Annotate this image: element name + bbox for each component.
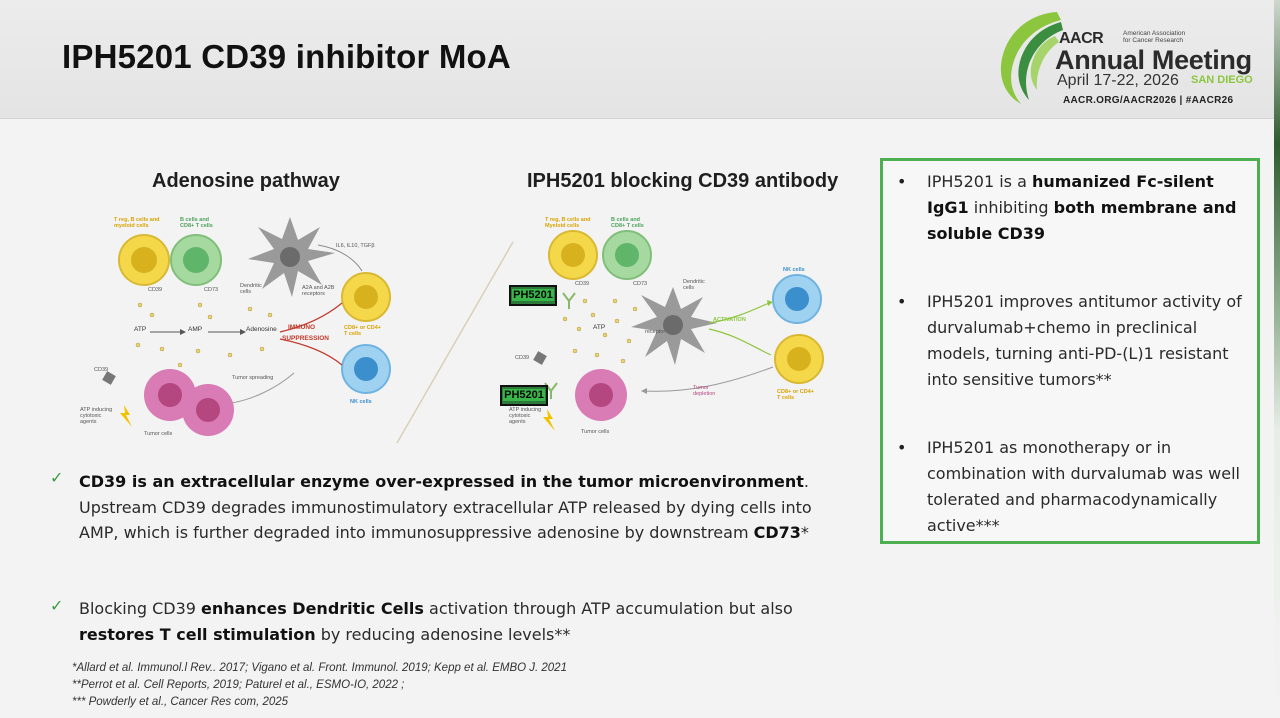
checklist: ✓ CD39 is an extracellular enzyme over-e… xyxy=(50,468,850,650)
check-icon: ✓ xyxy=(50,468,64,487)
label-receptors: A2A and A2B receptors xyxy=(302,285,335,297)
label-r-receptor: receptor xyxy=(645,329,666,335)
adenosine-pathway-graphic xyxy=(102,217,391,436)
slide-header: IPH5201 CD39 inhibitor MoA AACR American… xyxy=(0,0,1280,119)
label-atp: ATP xyxy=(134,326,147,333)
checklist-item-text: CD39 is an extracellular enzyme over-exp… xyxy=(79,472,812,542)
label-r-cd8: CD8+ or CD4+ T cells xyxy=(777,389,814,401)
checklist-item-text: Blocking CD39 enhances Dendritic Cells a… xyxy=(79,599,793,644)
event-name: Annual Meeting xyxy=(1055,45,1252,75)
label-cytokines: IL6, IL10, TGFβ xyxy=(336,243,375,249)
label-r-cd73: CD73 xyxy=(633,281,648,287)
label-r-atp-inducing: ATP inducing cytotoxic agents xyxy=(509,407,542,425)
label-immuno: IMMUNO xyxy=(288,324,316,331)
label-treg: T reg, B cells and myeloid cells xyxy=(114,217,160,229)
right-figure-title: IPH5201 blocking CD39 antibody xyxy=(527,170,839,192)
reference-line: **Perrot et al. Cell Reports, 2019; Patu… xyxy=(72,679,405,691)
reference-line: *Allard et al. Immunol.l Rev.. 2017; Vig… xyxy=(72,662,567,674)
bullet-icon: • xyxy=(897,172,907,191)
label-cd39-b: CD39 xyxy=(94,367,109,373)
label-bcells: B cells and CD8+ T cells xyxy=(180,217,213,229)
event-url: AACR.ORG/AACR2026 | #AACR26 xyxy=(1063,95,1234,106)
label-r-tumor-depletion: Tumor depletion xyxy=(693,385,716,397)
check-icon: ✓ xyxy=(50,596,64,615)
event-dates: April 17-22, 2026 xyxy=(1057,72,1179,89)
aacr-wordmark: AACR xyxy=(1059,30,1104,47)
label-adenosine: Adenosine xyxy=(246,326,277,333)
label-r-tumor-cells: Tumor cells xyxy=(581,429,610,435)
iph5201-badge-upper: PH5201 xyxy=(509,285,557,306)
summary-item-text: IPH5201 improves antitumor activity of d… xyxy=(927,292,1242,389)
label-r-dendritic: Dendritic cells xyxy=(683,279,705,291)
label-suppression: SUPPRESSION xyxy=(282,335,329,342)
label-nk: NK cells xyxy=(350,399,372,405)
label-amp: AMP xyxy=(188,326,203,333)
bullet-icon: • xyxy=(897,438,907,457)
aacr-logo: AACR American Association for Cancer Res… xyxy=(995,8,1260,112)
figure-divider xyxy=(396,241,514,444)
iph5201-blocking-diagram: PH5201 PH5201 T reg, B cells and Myeloid… xyxy=(500,205,835,445)
adenosine-pathway-diagram: T reg, B cells and myeloid cells B cells… xyxy=(80,205,400,450)
bullet-icon: • xyxy=(897,292,907,311)
event-city: SAN DIEGO xyxy=(1191,74,1253,86)
label-r-bcells: B cells and CD8+ T cells xyxy=(611,217,644,229)
label-r-treg: T reg, B cells and Myeloid cells xyxy=(545,217,591,229)
iph5201-badge-lower: PH5201 xyxy=(500,385,548,406)
label-tumor-spreading: Tumor spreading xyxy=(232,375,274,381)
label-dendritic: Dendritic cells xyxy=(240,283,262,295)
label-r-cd39: CD39 xyxy=(575,281,590,287)
label-r-activation: ACTIVATION xyxy=(713,317,746,323)
reference-line: *** Powderly et al., Cancer Res com, 202… xyxy=(72,696,289,708)
label-r-cd39-b: CD39 xyxy=(515,355,530,361)
summary-item-text: IPH5201 is a humanized Fc-silent IgG1 in… xyxy=(927,172,1237,243)
label-tumor-cells: Tumor cells xyxy=(144,431,173,437)
label-r-atp: ATP xyxy=(593,324,606,331)
references: *Allard et al. Immunol.l Rev.. 2017; Vig… xyxy=(72,660,567,711)
label-cd39-a: CD39 xyxy=(148,287,163,293)
aacr-fullname: American Association for Cancer Research xyxy=(1123,30,1186,44)
summary-box: • IPH5201 is a humanized Fc-silent IgG1 … xyxy=(880,158,1260,544)
iph5201-blocking-graphic xyxy=(533,230,824,431)
edge-strip-decoration xyxy=(1274,0,1280,718)
aacr-swoosh-graphic xyxy=(1000,12,1063,104)
label-cd73-a: CD73 xyxy=(204,287,219,293)
summary-item-text: IPH5201 as monotherapy or in combination… xyxy=(927,438,1240,535)
left-figure-title: Adenosine pathway xyxy=(152,170,340,192)
slide-title: IPH5201 CD39 inhibitor MoA xyxy=(62,38,511,75)
label-cd8: CD8+ or CD4+ T cells xyxy=(344,325,381,337)
label-atp-inducing: ATP inducing cytotoxic agents xyxy=(80,407,113,425)
label-r-nk: NK cells xyxy=(783,267,805,273)
